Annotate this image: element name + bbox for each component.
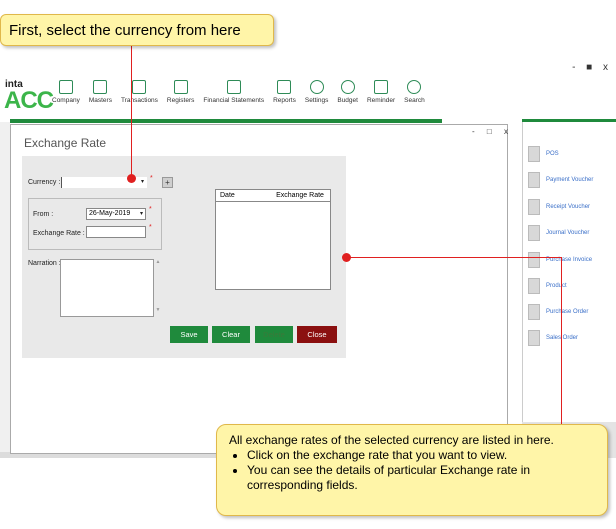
dialog-title: Exchange Rate: [24, 136, 107, 150]
grid-pointer-line: [346, 257, 562, 258]
shortcut-product[interactable]: Product: [528, 278, 567, 294]
register-icon: [173, 80, 188, 94]
gear-icon: [309, 80, 324, 94]
from-date-picker[interactable]: 26-May-2019: [86, 208, 146, 220]
toolbar-search[interactable]: Search: [404, 80, 425, 110]
add-currency-button[interactable]: +: [162, 177, 173, 188]
scale-icon: [132, 80, 147, 94]
currency-select[interactable]: [61, 177, 147, 188]
statement-icon: [226, 80, 241, 94]
save-button[interactable]: Save: [170, 326, 208, 343]
window-controls[interactable]: - ■ x: [572, 62, 612, 73]
exchange-rate-grid[interactable]: Date Exchange Rate: [215, 189, 331, 290]
callout-point: Click on the exchange rate that you want…: [247, 448, 597, 463]
currency-callout: First, select the currency from here: [0, 14, 274, 46]
toolbar-company[interactable]: Company: [52, 80, 80, 110]
toolbar-registers[interactable]: Registers: [167, 80, 194, 110]
header-divider-right: [522, 119, 616, 122]
main-toolbar: Company Masters Transactions Registers F…: [52, 80, 434, 110]
top-pointer-line: [131, 46, 132, 178]
exchange-rate-label: Exchange Rate :: [33, 230, 85, 237]
logo-inta-text: inta: [5, 79, 23, 90]
masters-icon: [93, 80, 108, 94]
toolbar-budget[interactable]: Budget: [337, 80, 358, 110]
narration-textarea[interactable]: [60, 259, 154, 317]
reminder-icon: [374, 80, 389, 94]
close-button[interactable]: Close: [297, 326, 337, 343]
grid-callout: All exchange rates of the selected curre…: [216, 424, 608, 516]
grid-col-date: Date: [220, 192, 235, 199]
shortcut-receipt-voucher[interactable]: Receipt Voucher: [528, 199, 590, 215]
shortcut-journal-voucher[interactable]: Journal Voucher: [528, 225, 589, 241]
required-marker: *: [149, 206, 152, 213]
shortcut-pos[interactable]: POS: [528, 146, 559, 162]
report-icon: [277, 80, 292, 94]
callout-list: Click on the exchange rate that you want…: [229, 448, 597, 493]
grid-pointer-line-vertical: [561, 257, 562, 425]
grid-pointer-dot: [342, 253, 351, 262]
narration-label: Narration :: [28, 260, 61, 267]
product-icon: [528, 278, 540, 294]
rate-groupbox: [28, 198, 162, 250]
chevron-down-icon[interactable]: ▾: [140, 211, 144, 217]
order-icon: [528, 330, 540, 346]
order-icon: [528, 304, 540, 320]
shortcut-purchase-invoice[interactable]: Purchase Invoice: [528, 252, 592, 268]
toolbar-settings[interactable]: Settings: [305, 80, 328, 110]
narration-scrollbar[interactable]: ▲▼: [155, 259, 161, 313]
dialog-window-controls[interactable]: - □ x: [472, 127, 513, 136]
top-pointer-dot: [127, 174, 136, 183]
delete-button[interactable]: Delete: [255, 326, 293, 343]
building-icon: [58, 80, 73, 94]
header-divider: [10, 119, 442, 123]
left-strip: [0, 122, 10, 458]
invoice-icon: [528, 252, 540, 268]
pos-icon: [528, 146, 540, 162]
shortcut-panel: [522, 122, 616, 422]
chevron-down-icon[interactable]: ▾: [141, 179, 145, 185]
shortcut-payment-voucher[interactable]: Payment Voucher: [528, 172, 593, 188]
voucher-icon: [528, 199, 540, 215]
toolbar-reminder[interactable]: Reminder: [367, 80, 395, 110]
clear-button[interactable]: Clear: [212, 326, 250, 343]
toolbar-reports[interactable]: Reports: [273, 80, 296, 110]
exchange-rate-input[interactable]: [86, 226, 146, 238]
voucher-icon: [528, 172, 540, 188]
voucher-icon: [528, 225, 540, 241]
toolbar-masters[interactable]: Masters: [89, 80, 112, 110]
currency-label: Currency :: [28, 179, 61, 186]
grid-col-exchange-rate: Exchange Rate: [276, 192, 324, 199]
shortcut-sales-order[interactable]: Sales Order: [528, 330, 578, 346]
required-marker: *: [150, 175, 153, 182]
from-label: From :: [33, 211, 54, 218]
shortcut-purchase-order[interactable]: Purchase Order: [528, 304, 588, 320]
budget-icon: [340, 80, 355, 94]
toolbar-transactions[interactable]: Transactions: [121, 80, 158, 110]
required-marker: *: [149, 224, 152, 231]
search-icon: [407, 80, 422, 94]
callout-point: You can see the details of particular Ex…: [247, 463, 597, 493]
toolbar-financial-statements[interactable]: Financial Statements: [203, 80, 264, 110]
logo-acc: ACC: [4, 87, 54, 114]
grid-header: Date Exchange Rate: [216, 190, 330, 202]
callout-intro: All exchange rates of the selected curre…: [229, 433, 554, 447]
